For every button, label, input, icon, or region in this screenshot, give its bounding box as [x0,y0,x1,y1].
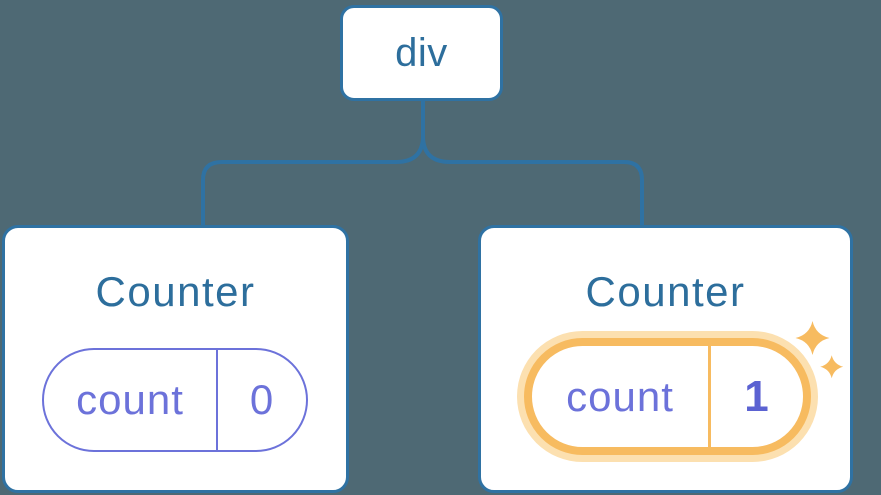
sparkle-small [820,355,844,379]
state-value-cell: 0 [218,350,306,450]
state-key-cell: count [44,350,218,450]
connector-root-to-left-child [201,101,425,225]
root-node-label: div [395,30,448,75]
state-value-cell: 1 [711,346,803,447]
state-value-label: 1 [744,371,770,421]
state-key-label: count [76,376,184,423]
sparkle-large [795,321,830,355]
sparkles-icon [795,321,844,379]
counter-card-left-title: Counter [95,268,256,315]
state-key-label: count [566,372,674,420]
connector-root-to-right-child [421,101,644,225]
counter-card-right-title: Counter [585,268,746,315]
state-value-label: 0 [249,376,275,423]
counter-card-left: Counter count 0 [2,225,349,493]
counter-card-right: Counter count 1 [478,225,853,493]
state-pill-left: count 0 [42,348,308,452]
state-key-cell: count [532,346,711,447]
root-node-div: div [340,5,503,101]
state-pill-highlighted: count 1 [524,338,811,455]
